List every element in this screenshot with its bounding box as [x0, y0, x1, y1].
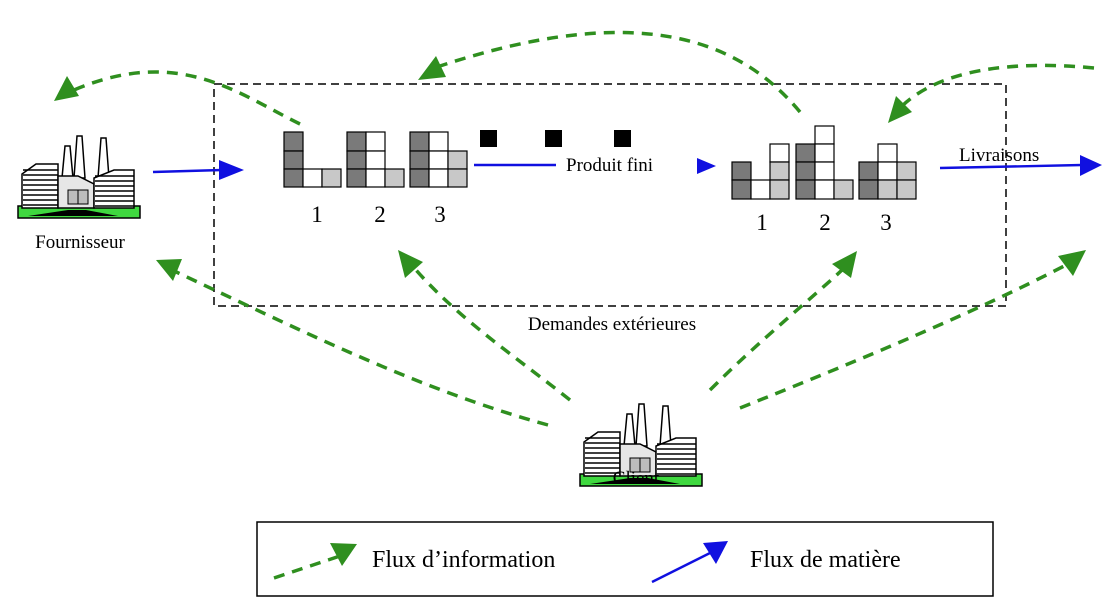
info-arrowhead — [418, 56, 446, 80]
info-arrowhead — [54, 76, 79, 101]
info-flow-to-supplier — [73, 70, 301, 126]
legend: Flux d’information Flux de matière — [256, 521, 994, 597]
finished-stock-2 — [795, 125, 854, 200]
info-flow-client-to-stock-1 — [414, 268, 572, 402]
deliveries-label: Livraisons — [959, 145, 1039, 166]
finished-stock-1 — [731, 143, 790, 200]
external-demand-box — [213, 83, 1007, 307]
info-arrowhead — [832, 251, 857, 278]
legend-material-arrowhead — [703, 541, 728, 564]
component-stock-2 — [346, 131, 405, 188]
part-square — [545, 130, 562, 147]
component-stock-3 — [409, 131, 468, 188]
finished-product-label: Produit fini — [566, 155, 653, 176]
supplier-factory-icon — [17, 135, 141, 219]
supplier-label: Fournisseur — [35, 232, 125, 253]
info-flow-client-to-stock-2 — [708, 268, 844, 392]
info-arrowhead — [1058, 250, 1086, 276]
finished-number-3: 3 — [880, 210, 892, 235]
component-number-1: 1 — [311, 202, 323, 227]
info-flow-client-to-right — [739, 262, 1069, 410]
component-stock-1 — [283, 131, 342, 188]
component-number-3: 3 — [434, 202, 446, 227]
legend-info-arrowhead — [330, 543, 357, 566]
information-flows — [54, 30, 1095, 427]
info-arrowhead — [398, 250, 423, 278]
external-demand-label: Demandes extérieures — [528, 314, 696, 335]
finished-number-2: 2 — [819, 210, 831, 235]
deliveries-material-arrow — [939, 155, 1102, 176]
info-flow-right-top — [900, 63, 1095, 108]
info-arrowhead — [156, 259, 182, 281]
client-label: Client — [613, 468, 660, 489]
finished-stock-3 — [858, 143, 917, 200]
legend-material-label: Flux de matière — [750, 547, 901, 573]
legend-info-label: Flux d’information — [372, 547, 555, 573]
component-number-2: 2 — [374, 202, 386, 227]
info-arrowhead — [888, 96, 912, 123]
part-square — [480, 130, 497, 147]
finished-number-1: 1 — [756, 210, 768, 235]
legend-material-line — [651, 550, 713, 584]
info-flow-top-arch — [439, 30, 802, 114]
material-flow-arrowhead — [697, 158, 716, 174]
part-square — [614, 130, 631, 147]
legend-box — [256, 521, 994, 597]
info-flow-client-to-supplier — [171, 268, 549, 427]
legend-info-line — [273, 554, 341, 580]
supplier-material-arrow — [152, 160, 244, 180]
